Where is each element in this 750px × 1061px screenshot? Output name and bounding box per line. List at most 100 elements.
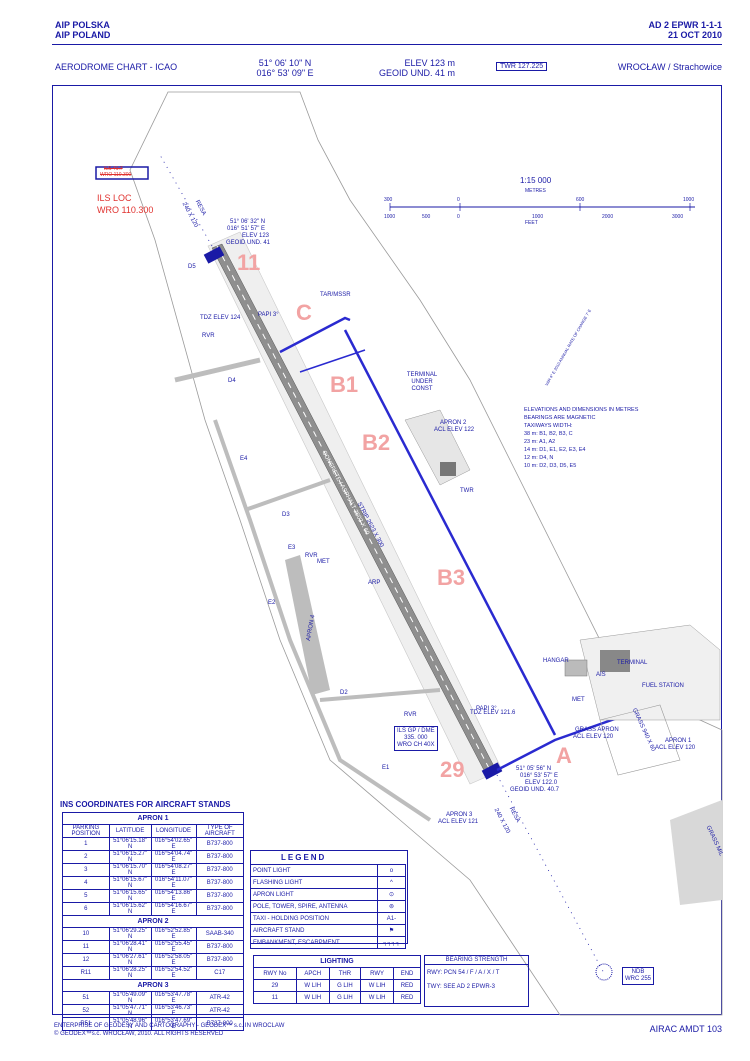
ins-cell: 51°05'49.09" N	[108, 991, 152, 1005]
ins-cell: ATR-42	[195, 1004, 244, 1018]
ins-cell: 4	[62, 876, 110, 890]
ins-cell: B737-800	[195, 902, 244, 916]
ins-column-header: LONGITUDE	[150, 824, 197, 838]
legend-label: POLE, TOWER, SPIRE, ANTENNA	[250, 900, 378, 913]
ins-cell: B737-800	[195, 863, 244, 877]
note-line: 38 m: B1, B2, B3, C	[524, 431, 573, 437]
ins-group-title: APRON 1	[62, 812, 244, 825]
taxiway-c	[279, 316, 351, 354]
ins-column-header: PARKING POSITION	[62, 824, 110, 838]
location: WROCŁAW / Strachowice	[617, 62, 722, 72]
scale-ft-500: 500	[422, 214, 431, 220]
scale-m-300: 300	[384, 197, 393, 203]
ins-cell: B737-800	[195, 953, 244, 967]
ils-loc-label: ILS LOC	[97, 193, 132, 203]
chart-frame	[52, 85, 722, 1015]
ins-cell: 016°52'55.45" E	[150, 940, 197, 954]
ins-cell: 51°06'15.27" N	[108, 850, 152, 864]
lighting-column-header: THR	[328, 967, 362, 980]
ils-loc-box	[95, 166, 149, 180]
approach-lights-11	[159, 154, 213, 247]
met-1-label: MET	[317, 559, 330, 565]
ins-cell: B737-800	[195, 876, 244, 890]
legend-title: LEGEND	[281, 853, 327, 862]
lighting-cell: 11	[253, 991, 297, 1004]
ils-old-1: ILS 41.7	[104, 166, 123, 172]
legend-symbol-icon: ⊚	[376, 900, 407, 913]
airac-amendment: AIRAC AMDT 103	[649, 1024, 722, 1034]
scale-ft-1000b: 1000	[532, 214, 544, 220]
scale-feet-label: FEET	[525, 220, 538, 226]
thr29-elev: ELEV 122.0	[525, 780, 558, 786]
runway-centreline	[216, 245, 493, 775]
papi-top-label: PAPI 3°	[258, 312, 279, 318]
ins-cell: C17	[195, 966, 244, 980]
thr11-geoid: GEOID UND. 41	[226, 240, 271, 246]
ils-loc-frequency: WRO 110.300	[97, 205, 154, 215]
ins-cell: 016°54'02.65" E	[150, 837, 197, 851]
arp-longitude: 016° 53' 09" E	[256, 68, 314, 78]
legend-label: AIRCRAFT STAND	[250, 924, 378, 937]
taxiway-a-label: A	[556, 743, 572, 768]
apron-3-elev-label: ACL ELEV 121	[438, 819, 479, 825]
ins-cell: 51°05'47.71" N	[108, 1004, 152, 1018]
taxiway-b2-label: B2	[362, 430, 391, 455]
scale-ft-0: 0	[457, 214, 460, 220]
note-line: 14 m: D1, E1, E2, E3, E4	[524, 447, 586, 453]
grass-mil-area	[670, 800, 722, 905]
ins-cell: 016°53'47.78" E	[150, 991, 197, 1005]
ins-cell: 51°06'15.65" N	[108, 889, 152, 903]
scale-metres-label: METRES	[525, 188, 546, 194]
thr29-geoid: GEOID UND. 40.7	[510, 787, 560, 793]
hangar-building	[564, 659, 588, 677]
ils-old-2: WRO 110.300	[100, 172, 132, 178]
rvr-3-label: RVR	[404, 712, 417, 718]
ins-cell: 016°52'52.85" E	[150, 927, 197, 941]
taxiway-d3-label: D3	[282, 512, 290, 518]
legend-item: EMBANKMENT, ESCARPMENT┐┐┐┐	[250, 936, 407, 949]
runway-29-label: 29	[440, 757, 465, 782]
ins-column-header: TYPE OF AIRCRAFT	[195, 824, 244, 838]
ins-group-header: APRON 1	[62, 812, 244, 825]
ins-cell: B737-800	[195, 1017, 244, 1031]
taxiway-e1-label: E1	[382, 765, 390, 771]
aerodrome-elevation: ELEV 123 m	[404, 58, 455, 68]
taxiway-d4-label: D4	[228, 378, 236, 384]
chart-notes: ELEVATIONS AND DIMENSIONS IN METRES BEAR…	[524, 406, 638, 470]
arp-latitude: 51° 06' 10" N	[258, 58, 312, 68]
lighting-cell: W LIH	[360, 979, 395, 992]
bearing-twy: TWY: SEE AD 2 EPWR-3	[427, 984, 496, 990]
ins-group-header: APRON 2	[62, 915, 244, 928]
ins-cell: 2	[62, 850, 110, 864]
taxiway-e	[213, 419, 432, 822]
lighting-column-header: END	[393, 967, 421, 980]
ins-cell: 016°53'47.69" E	[150, 1017, 197, 1031]
ins-cell: B737-800	[195, 850, 244, 864]
ins-cell: 51°06'28.41" N	[108, 940, 152, 954]
note-line: 23 m: A1, A2	[524, 439, 556, 445]
header-left-1: AIP POLSKA	[55, 20, 110, 30]
lighting-title: LIGHTING	[253, 955, 421, 968]
ins-cell: 11	[62, 940, 110, 954]
ins-cell: 51°06'15.18" N	[108, 837, 152, 851]
scale-ft-1000: 1000	[384, 214, 396, 220]
taxiway-e2-label: E2	[268, 600, 276, 606]
ins-cell: 016°52'58.05" E	[150, 953, 197, 967]
ins-cell: 016°54'08.27" E	[150, 863, 197, 877]
ins-cell: 016°54'16.67" E	[150, 902, 197, 916]
grass-apron-elev-label: ACL ELEV 120	[573, 734, 614, 740]
terminal-area	[579, 624, 721, 721]
taxiway-d5-label: D5	[188, 264, 196, 270]
legend-label: APRON LIGHT	[250, 888, 378, 901]
